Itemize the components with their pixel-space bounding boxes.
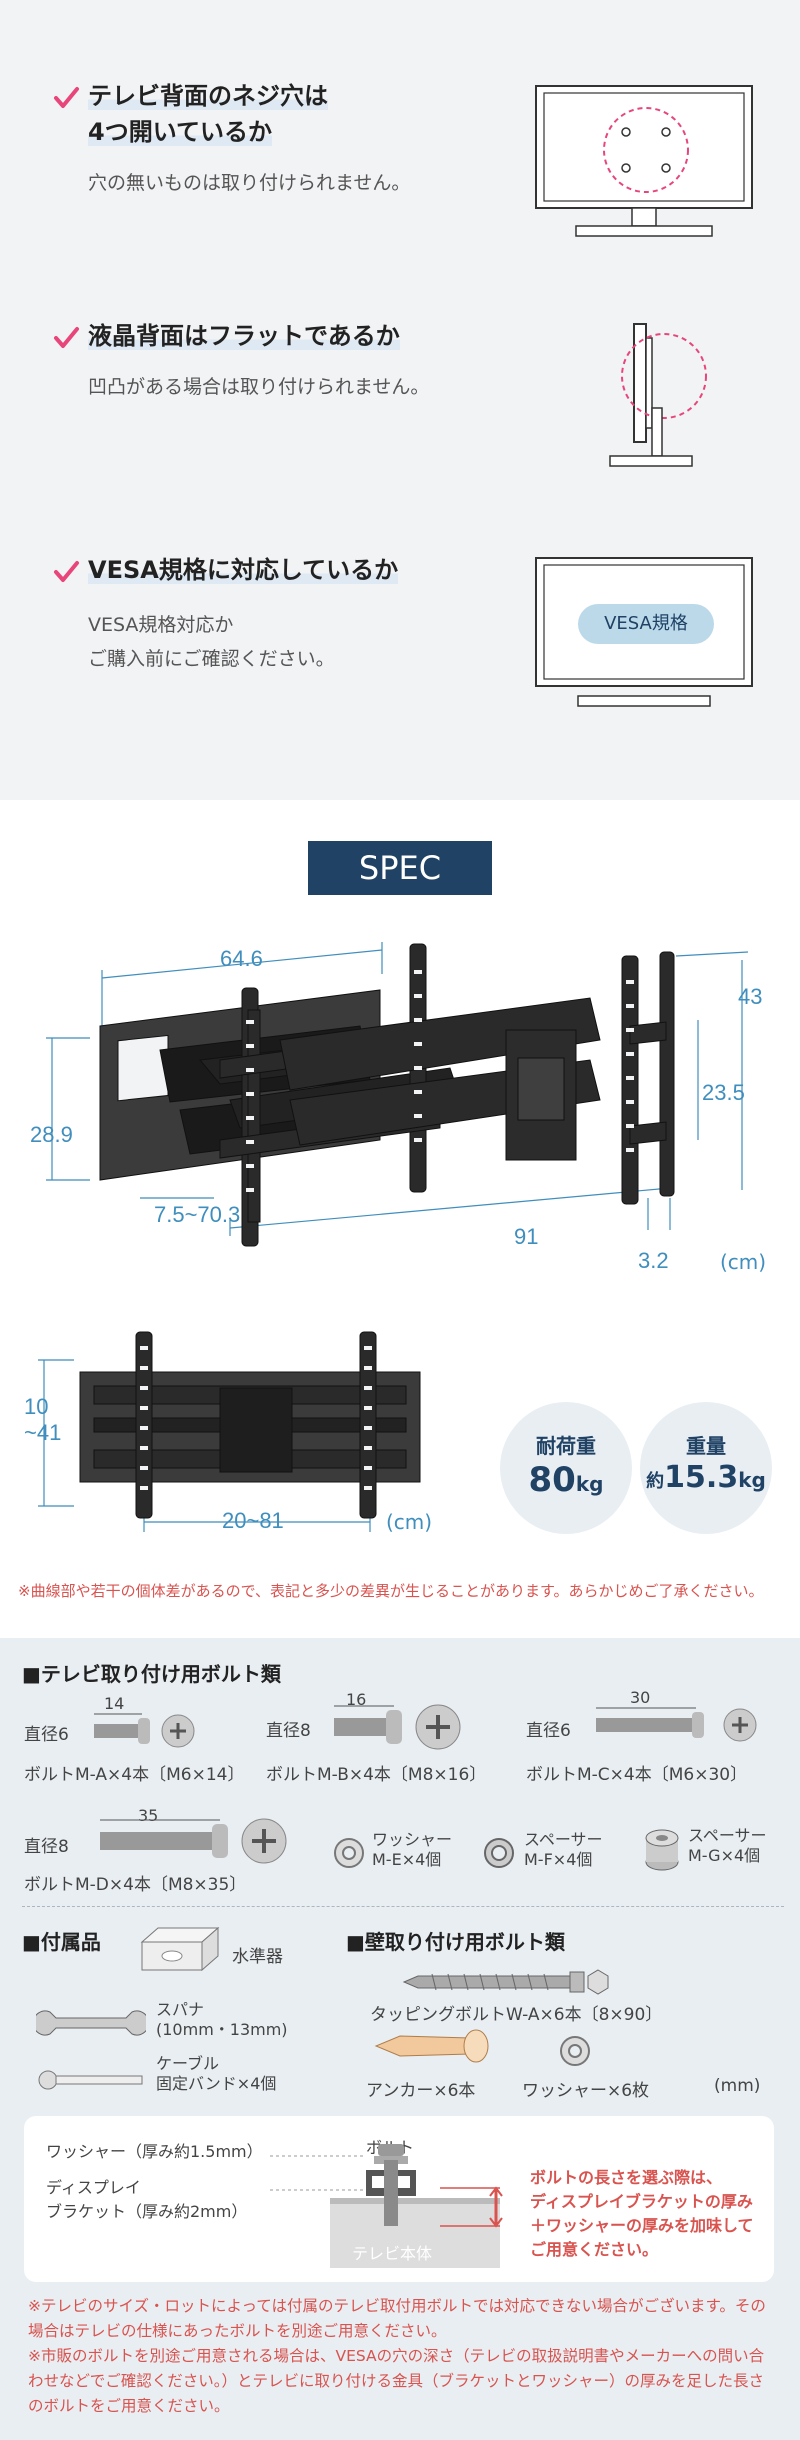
cable-band-label: ケーブル 固定バンド×4個 [156,2054,277,2093]
check-desc: 凹凸がある場合は取り付けられません。 [88,376,430,398]
check-icon [54,327,79,348]
spacer-tall-icon [645,1829,679,1871]
dim-plate-height: 23.5 [702,1080,745,1105]
washer-e-label: ワッシャー M-E×4個 [372,1830,453,1869]
vesa-badge: VESA規格 [578,604,714,644]
dim-height-right: 43 [738,984,763,1009]
bolt-icon [596,1707,757,1742]
dim-width-top: 64.6 [220,946,263,971]
check-desc: 穴の無いものは取り付けられません。 [88,172,411,194]
check-icon [54,561,79,582]
cable-band-icon [38,2070,143,2090]
check-title: 液晶背面はフラットであるか [88,322,400,350]
dim-width-plate: 91 [514,1224,539,1249]
bolt-a-caption: ボルトM-A×4本〔M6×14〕 [24,1765,245,1785]
bolt-b-length: 16 [346,1690,367,1709]
bolt-b-diameter: 直径8 [266,1721,311,1741]
spec-title: SPEC [308,841,492,895]
diagram-bracket-label: ディスプレイ ブラケット（厚み約2mm） [46,2178,248,2221]
check-icon [54,87,79,108]
tapping-bolt-icon [402,1969,609,1995]
level-label: 水準器 [232,1947,283,1967]
diagram-tv-body-label: テレビ本体 [352,2244,433,2263]
dim-height-left: 28.9 [30,1122,73,1147]
mount-perspective-drawing [46,942,749,1247]
unit-cm: (cm) [720,1250,767,1274]
bolt-b-caption: ボルトM-B×4本〔M8×16〕 [266,1765,487,1785]
unit-cm: (cm) [386,1510,433,1534]
bolt-icon [100,1818,287,1864]
bolt-icon [334,1704,461,1750]
bolt-a-length: 14 [104,1694,125,1713]
mount-front-drawing [38,1331,421,1532]
anchor-label: アンカー×6本 [366,2081,476,2101]
dim-thickness: 3.2 [638,1248,669,1273]
washer6-label: ワッシャー×6枚 [522,2081,650,2101]
tv-bolts-heading: ■テレビ取り付け用ボルト類 [22,1662,281,1686]
anchor-icon [374,2029,489,2063]
spanner-icon [36,2010,146,2036]
bolt-c-caption: ボルトM-C×4本〔M6×30〕 [526,1765,748,1785]
dim-reach: 7.5~70.3 [154,1202,241,1227]
dim-height-front: 10 ~41 [24,1394,62,1445]
bolt-c-diameter: 直径6 [526,1721,571,1741]
dim-width-front: 20~81 [222,1508,284,1533]
washer-icon [560,2036,590,2066]
footnote: ※テレビのサイズ・ロットによっては付属のテレビ取付用ボルトでは対応できない場合が… [28,2297,766,2415]
bolt-section-drawing [270,2144,503,2268]
unit-mm: (mm) [714,2076,761,2096]
weight-badge: 重量 約15.3kg [640,1402,772,1534]
spec-note: ※曲線部や若干の個体差があるので、表記と多少の差異が生じることがあります。あらか… [18,1582,764,1600]
check-title: VESA規格に対応しているか [88,556,399,584]
bolt-icon [94,1713,195,1748]
load-capacity-badge: 耐荷重 80kg [500,1402,632,1534]
tapping-bolt-label: タッピングボルトW-A×6本〔8×90〕 [370,2005,663,2025]
check-desc: VESA規格対応かご購入前にご確認ください。 [88,614,335,670]
spacer-g-label: スペーサー M-G×4個 [688,1826,767,1865]
bolt-d-diameter: 直径8 [24,1837,69,1857]
diagram-washer-label: ワッシャー（厚み約1.5mm） [46,2142,263,2161]
divider [22,1906,784,1907]
bolt-c-length: 30 [630,1688,651,1707]
diagram-advice: ボルトの長さを選ぶ際は、 ディスプレイブラケットの厚み ＋ワッシャーの厚みを加味… [530,2168,754,2259]
accessories-heading: ■付属品 [22,1930,101,1954]
spacer-f-label: スペーサー M-F×4個 [524,1830,603,1869]
monitor-side-flat-icon [609,323,707,467]
washer-icon [334,1838,364,1868]
bolt-a-diameter: 直径6 [24,1725,69,1745]
spacer-icon [484,1838,514,1868]
spanner-label: スパナ (10mm・13mm) [156,2000,288,2039]
bolt-d-caption: ボルトM-D×4本〔M8×35〕 [24,1875,247,1895]
wall-bolts-heading: ■壁取り付け用ボルト類 [346,1930,565,1954]
monitor-back-holes-icon [535,85,753,237]
level-icon [140,1926,220,1972]
